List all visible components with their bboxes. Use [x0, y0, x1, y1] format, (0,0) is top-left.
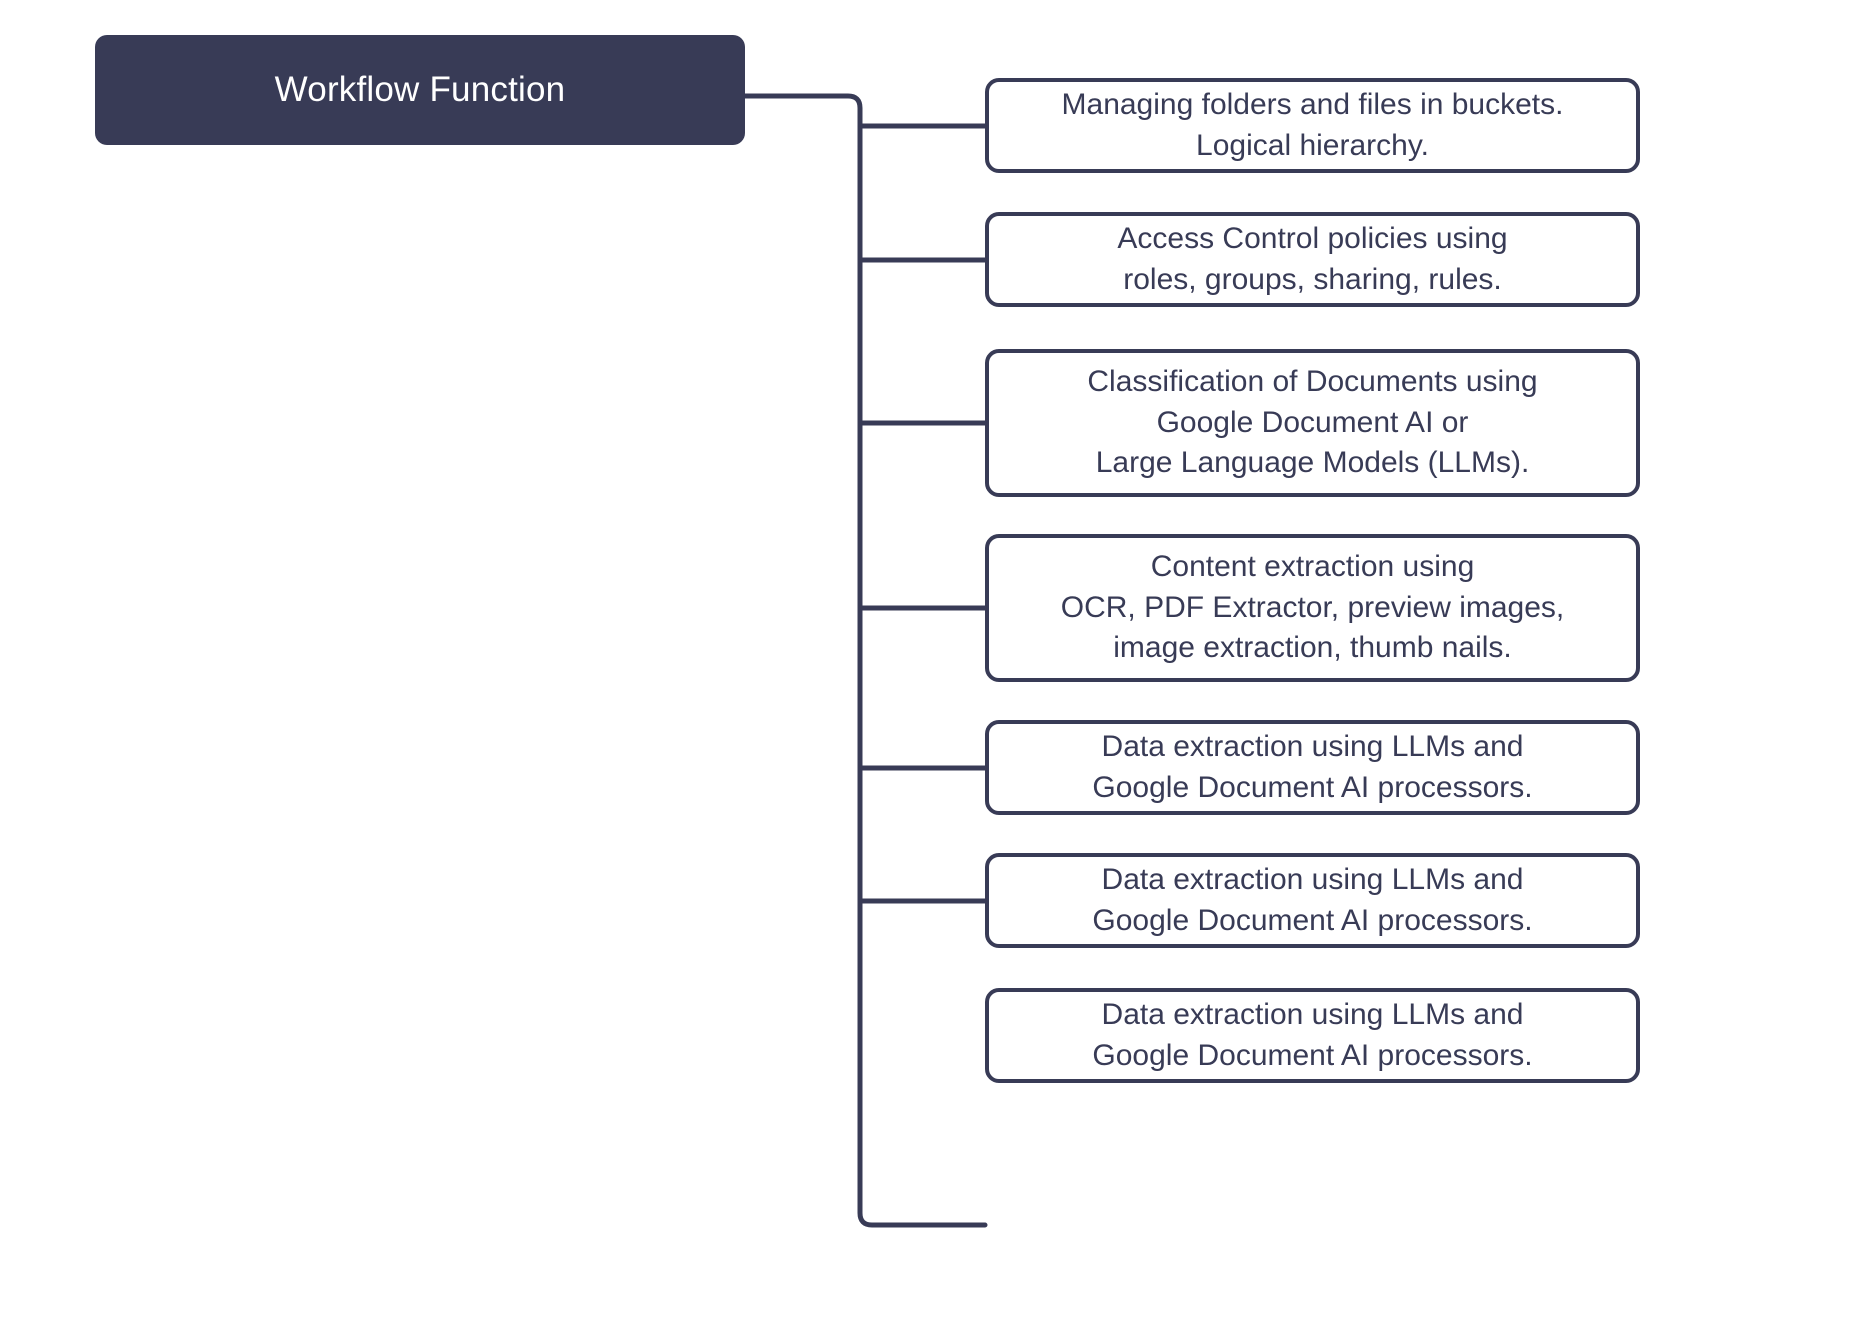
child-node-folder-management[interactable]: Managing folders and files in buckets. L… [985, 78, 1640, 173]
child-node-label: Classification of Documents using Google… [1087, 365, 1538, 480]
child-node-access-control[interactable]: Access Control policies using roles, gro… [985, 212, 1640, 307]
child-node-data-extraction-2[interactable]: Data extraction using LLMs and Google Do… [985, 853, 1640, 948]
connector-trunk [742, 93, 988, 1228]
child-node-label: Content extraction using OCR, PDF Extrac… [1060, 550, 1565, 665]
child-node-data-extraction-1[interactable]: Data extraction using LLMs and Google Do… [985, 720, 1640, 815]
child-node-data-extraction-3[interactable]: Data extraction using LLMs and Google Do… [985, 988, 1640, 1083]
root-node-label: Workflow Function [274, 70, 566, 109]
child-node-document-classification[interactable]: Classification of Documents using Google… [985, 349, 1640, 497]
root-node-workflow-function[interactable]: Workflow Function [95, 35, 745, 145]
child-node-label: Access Control policies using roles, gro… [1117, 222, 1508, 296]
child-node-label: Data extraction using LLMs and Google Do… [1092, 998, 1533, 1072]
child-node-content-extraction[interactable]: Content extraction using OCR, PDF Extrac… [985, 534, 1640, 682]
child-node-label: Managing folders and files in buckets. L… [1061, 88, 1564, 162]
child-node-label: Data extraction using LLMs and Google Do… [1092, 863, 1533, 937]
child-node-label: Data extraction using LLMs and Google Do… [1092, 730, 1533, 804]
